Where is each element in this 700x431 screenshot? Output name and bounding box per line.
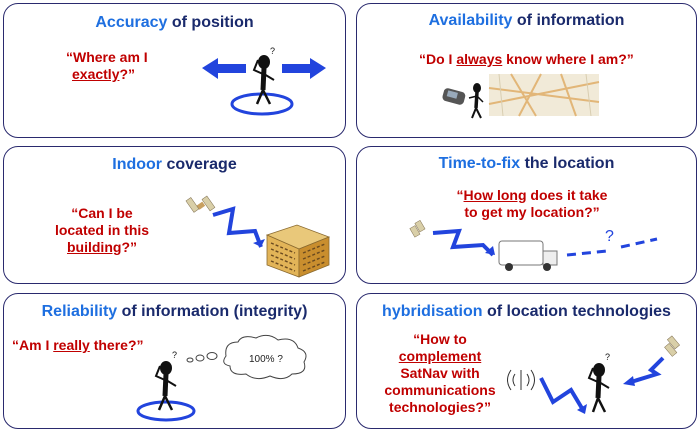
hybrid-title-rest: of location technologies: [482, 303, 671, 320]
stick-figure-icon: ?: [154, 350, 177, 411]
indoor-title: Indoor coverage: [4, 156, 345, 174]
ttf-quote-line1-end: does it take: [526, 187, 608, 203]
ttf-title-rest: the location: [520, 155, 615, 172]
indoor-illustration: [185, 195, 331, 278]
signal-zigzag-icon-2: [630, 356, 665, 384]
ttf-quote-underlined: How long: [463, 187, 527, 203]
availability-quote-end: know where I am?”: [502, 51, 634, 67]
van-icon: [498, 240, 558, 271]
hybrid-title-highlight: hybridisation: [382, 303, 483, 320]
svg-text:?: ?: [172, 350, 177, 360]
accuracy-quote-line1: “Where am I: [66, 49, 148, 65]
availability-panel: Availability of information “Do I always…: [356, 3, 697, 138]
hybrid-quote-line4: communications: [384, 382, 496, 398]
ttf-quote-line1: “How long does it take: [452, 187, 612, 204]
stick-figure-icon: [468, 83, 484, 119]
mobile-phone-icon: [442, 88, 466, 105]
hybrid-title: hybridisation of location technologies: [357, 303, 696, 321]
arrow-left-icon: [202, 58, 246, 79]
ttf-question-mark: ?: [605, 228, 614, 245]
ttf-quote-line2: to get my location?”: [464, 204, 600, 220]
accuracy-title: Accuracy of position: [4, 14, 345, 32]
ttf-panel: Time-to-fix the location “How long does …: [356, 146, 697, 284]
dashed-path-icon: [566, 237, 658, 257]
reliability-quote-end: there?”: [89, 337, 144, 353]
satellite-icon: [185, 195, 216, 213]
indoor-title-rest: coverage: [162, 156, 237, 173]
hybrid-panel: hybridisation of location technologies “…: [356, 293, 697, 429]
signal-zigzag-icon: [212, 206, 263, 248]
indoor-panel: Indoor coverage “Can I be located in thi…: [3, 146, 346, 284]
building-icon: [265, 224, 331, 278]
hybrid-quote-line2: complement: [377, 348, 503, 365]
accuracy-quote-line2-end: ?”: [119, 66, 136, 82]
hybrid-quote-line1: “How to: [413, 331, 467, 347]
hybrid-quote-line5: technologies?”: [389, 399, 491, 415]
accuracy-illustration: ?: [202, 46, 326, 116]
availability-quote-start: “Do I: [419, 51, 457, 67]
ttf-illustration: ?: [409, 219, 658, 271]
indoor-quote-line2: located in this: [54, 222, 150, 238]
signal-zigzag-icon: [432, 228, 495, 257]
reliability-quote-start: “Am I: [12, 337, 54, 353]
hybrid-quote-underlined: complement: [398, 348, 482, 364]
arrow-right-icon: [282, 58, 326, 79]
hybrid-quote: “How to complement SatNav with communica…: [377, 331, 503, 416]
street-map-icon: [488, 73, 600, 117]
accuracy-quote: “Where am I exactly?”: [66, 49, 148, 83]
availability-title: Availability of information: [357, 12, 696, 30]
indoor-title-highlight: Indoor: [112, 156, 163, 173]
availability-title-rest: of information: [512, 12, 625, 29]
availability-title-highlight: Availability: [428, 12, 513, 29]
reliability-panel: Reliability of information (integrity) “…: [3, 293, 346, 429]
position-ring-icon: [230, 92, 294, 116]
availability-quote-underlined: always: [456, 51, 503, 67]
ttf-title: Time-to-fix the location: [357, 155, 696, 173]
position-ring-icon: [136, 400, 196, 422]
svg-text:?: ?: [270, 46, 275, 56]
hybrid-quote-line3: SatNav with: [400, 365, 480, 381]
thought-bubble-icon: [186, 334, 307, 380]
radio-waves-icon: [507, 369, 535, 391]
reliability-title-rest: of information (integrity): [117, 303, 308, 320]
stick-figure-icon: ?: [252, 46, 275, 105]
indoor-quote-line1: “Can I be: [71, 205, 133, 221]
signal-zigzag-icon: [539, 377, 585, 412]
indoor-quote-line3-end: ?”: [121, 239, 137, 255]
bubble-text: 100% ?: [249, 354, 283, 365]
stick-figure-icon: ?: [587, 352, 610, 413]
accuracy-title-rest: of position: [167, 14, 254, 31]
accuracy-quote-underlined: exactly: [72, 66, 120, 82]
reliability-title-highlight: Reliability: [41, 303, 118, 320]
ttf-title-highlight: Time-to-fix: [438, 155, 521, 172]
reliability-quote-underlined: really: [53, 337, 90, 353]
indoor-quote: “Can I be located in this building?”: [42, 205, 162, 256]
svg-text:?: ?: [605, 352, 610, 362]
accuracy-quote-line2: exactly?”: [66, 66, 148, 83]
availability-quote: “Do I always know where I am?”: [419, 51, 634, 68]
ttf-quote: “How long does it take to get my locatio…: [452, 187, 612, 221]
reliability-quote: “Am I really there?”: [12, 337, 144, 354]
reliability-illustration: ? 100% ?: [136, 334, 307, 422]
ttf-quote-line1-start: “: [456, 187, 464, 203]
accuracy-title-highlight: Accuracy: [95, 14, 168, 31]
indoor-quote-underlined: building: [67, 239, 122, 255]
satellite-icon: [409, 219, 426, 238]
accuracy-panel: Accuracy of position “Where am I exactly…: [3, 3, 346, 138]
availability-illustration: [442, 73, 600, 119]
indoor-quote-line3: building?”: [42, 239, 162, 256]
satellite-icon: [664, 335, 681, 357]
hybrid-illustration: ?: [507, 335, 681, 414]
reliability-title: Reliability of information (integrity): [4, 303, 345, 321]
